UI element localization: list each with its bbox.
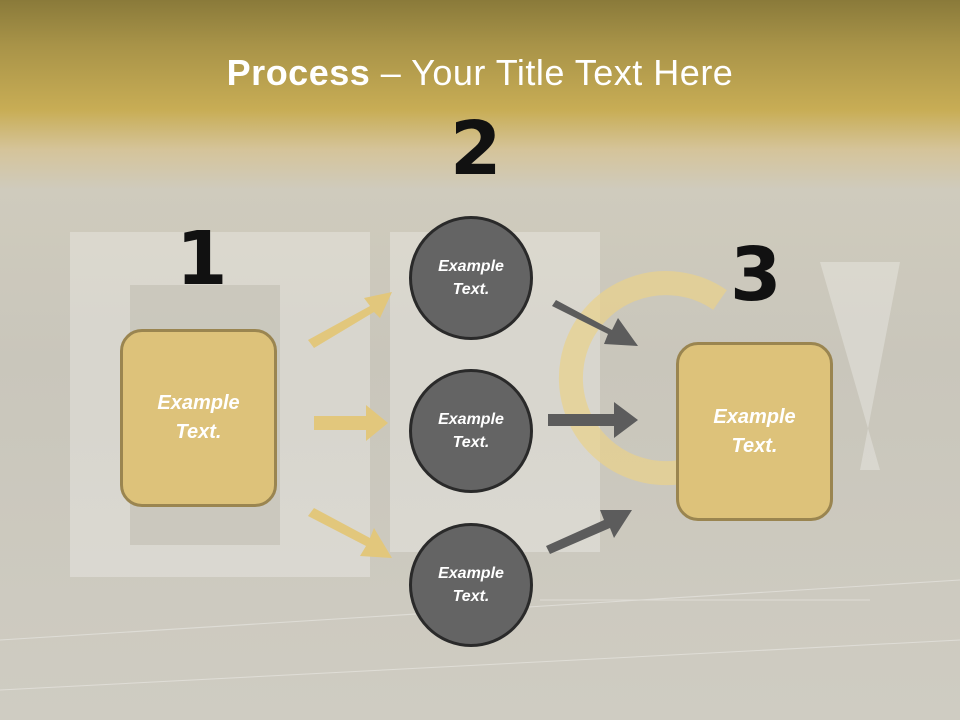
step-number-2: 2 <box>450 106 502 192</box>
dark-arrow-down <box>552 300 638 346</box>
title-rest: – Your Title Text Here <box>370 52 734 93</box>
circle-bottom: Example Text. <box>409 523 533 647</box>
step-number-3: 3 <box>730 232 782 318</box>
title-bold: Process <box>226 52 371 93</box>
dark-arrow-up <box>546 510 632 554</box>
circle-top: Example Text. <box>409 216 533 340</box>
right-text-box: Example Text. <box>676 342 833 521</box>
slide-title: Process – Your Title Text Here <box>0 52 960 94</box>
gold-arrow-up <box>308 292 392 348</box>
dark-arrow-middle <box>548 402 638 438</box>
bg-letter-shape-3 <box>820 262 905 470</box>
circle-middle: Example Text. <box>409 369 533 493</box>
bg-grid-line-2 <box>0 639 960 691</box>
left-text-box: Example Text. <box>120 329 277 507</box>
gold-arrow-middle <box>314 405 388 441</box>
bg-gold-curve <box>558 271 727 486</box>
gold-arrow-down <box>308 508 392 558</box>
step-number-1: 1 <box>176 216 228 302</box>
